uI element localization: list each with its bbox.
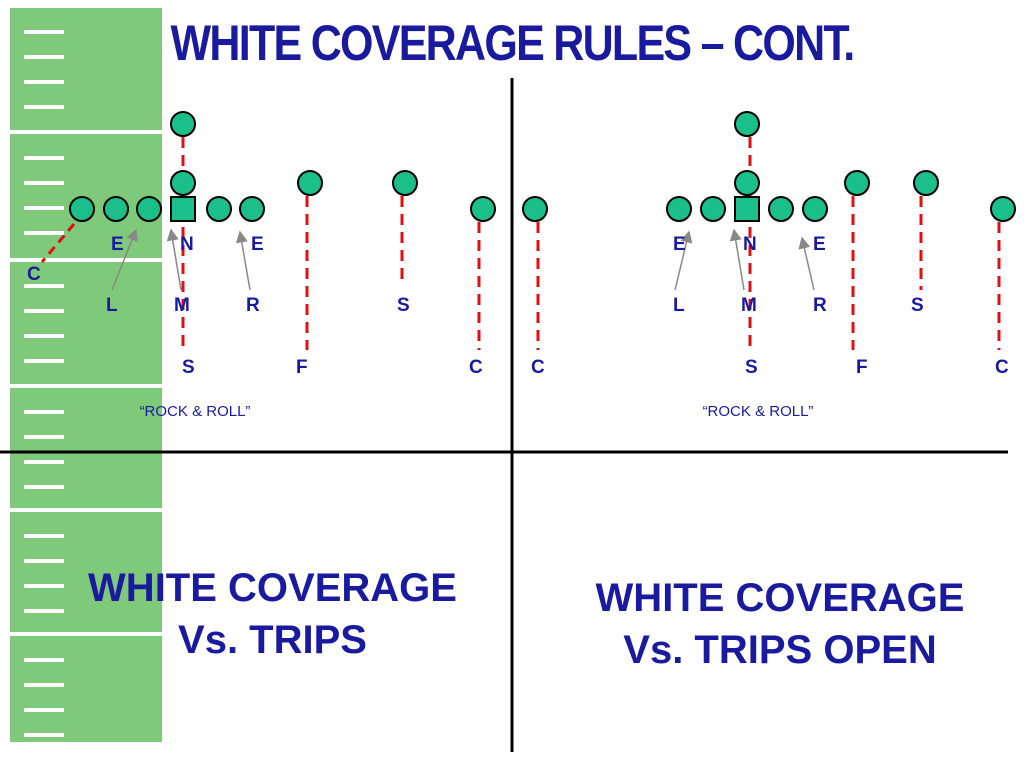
front-label: E bbox=[673, 234, 686, 255]
player bbox=[170, 170, 196, 196]
player bbox=[136, 196, 162, 222]
field-hash-mark bbox=[24, 156, 64, 160]
player bbox=[170, 111, 196, 137]
player bbox=[802, 196, 828, 222]
field-hash-mark bbox=[24, 733, 64, 737]
football-field-strip bbox=[0, 0, 162, 768]
secondary-label: C bbox=[469, 357, 483, 378]
field-hash-mark bbox=[24, 460, 64, 464]
player bbox=[103, 196, 129, 222]
secondary-label: S bbox=[745, 357, 758, 378]
player bbox=[844, 170, 870, 196]
field-hash-mark bbox=[24, 206, 64, 210]
field-yard-box bbox=[10, 262, 162, 384]
player bbox=[69, 196, 95, 222]
linebacker-label: S bbox=[911, 295, 924, 316]
field-yard-box bbox=[10, 636, 162, 742]
front-label: E bbox=[251, 234, 264, 255]
zone-line bbox=[40, 223, 76, 263]
front-label: E bbox=[111, 234, 124, 255]
front-label: N bbox=[180, 234, 194, 255]
panel-trips-open: E N E L M R S S F C “ROCK & ROLL” bbox=[666, 111, 1016, 420]
field-hash-mark bbox=[24, 181, 64, 185]
field-hash-mark bbox=[24, 80, 64, 84]
read-arrow bbox=[798, 236, 815, 291]
field-hash-mark bbox=[24, 284, 64, 288]
front-label: E bbox=[813, 234, 826, 255]
caption-line: Vs. TRIPS bbox=[178, 618, 367, 662]
linebacker-label: R bbox=[246, 295, 260, 316]
field-hash-mark bbox=[24, 231, 64, 235]
player bbox=[700, 196, 726, 222]
field-hash-mark bbox=[24, 359, 64, 363]
field-hash-mark bbox=[24, 609, 64, 613]
player bbox=[768, 196, 794, 222]
linebacker-label: L bbox=[106, 295, 118, 316]
secondary-label: C bbox=[995, 357, 1009, 378]
slide-title: WHITE COVERAGE RULES – CONT. bbox=[170, 15, 856, 71]
corner-label: C bbox=[27, 264, 41, 285]
caption-trips: WHITE COVERAGE Vs. TRIPS bbox=[40, 562, 505, 666]
player bbox=[522, 196, 548, 222]
field-hash-mark bbox=[24, 435, 64, 439]
field-hash-mark bbox=[24, 584, 64, 588]
secondary-label: F bbox=[856, 357, 868, 378]
center-player bbox=[734, 196, 760, 222]
player bbox=[666, 196, 692, 222]
field-hash-mark bbox=[24, 410, 64, 414]
read-arrow bbox=[111, 228, 138, 291]
panel-trips: E N E C L M R S S F C C “ROCK & ROLL” bbox=[27, 111, 548, 420]
linebacker-label: L bbox=[673, 295, 685, 316]
player bbox=[297, 170, 323, 196]
player bbox=[734, 170, 760, 196]
caption-trips-open: WHITE COVERAGE Vs. TRIPS OPEN bbox=[540, 572, 1020, 676]
caption-line: WHITE COVERAGE bbox=[88, 566, 457, 610]
center-player bbox=[170, 196, 196, 222]
player bbox=[470, 196, 496, 222]
read-arrow bbox=[674, 230, 693, 291]
field-hash-mark bbox=[24, 105, 64, 109]
player bbox=[239, 196, 265, 222]
field-hash-mark bbox=[24, 658, 64, 662]
caption-line: WHITE COVERAGE bbox=[595, 576, 965, 620]
caption-line: Vs. TRIPS OPEN bbox=[623, 628, 937, 672]
read-arrow bbox=[166, 228, 182, 291]
secondary-label: C bbox=[531, 357, 545, 378]
secondary-label: S bbox=[182, 357, 195, 378]
player bbox=[392, 170, 418, 196]
linebacker-label: S bbox=[397, 295, 410, 316]
linebacker-label: M bbox=[741, 295, 757, 316]
linebacker-label: M bbox=[174, 295, 190, 316]
field-hash-mark bbox=[24, 55, 64, 59]
linebacker-label: R bbox=[813, 295, 827, 316]
secondary-label: F bbox=[296, 357, 308, 378]
field-hash-mark bbox=[24, 683, 64, 687]
player bbox=[913, 170, 939, 196]
field-hash-mark bbox=[24, 334, 64, 338]
field-hash-mark bbox=[24, 309, 64, 313]
field-hash-mark bbox=[24, 559, 64, 563]
player bbox=[734, 111, 760, 137]
player bbox=[206, 196, 232, 222]
field-hash-mark bbox=[24, 30, 64, 34]
formation-label: “ROCK & ROLL” bbox=[703, 403, 814, 420]
field-yard-box bbox=[10, 8, 162, 130]
formation-label: “ROCK & ROLL” bbox=[140, 403, 251, 420]
front-label: N bbox=[743, 234, 757, 255]
field-hash-mark bbox=[24, 708, 64, 712]
read-arrow bbox=[729, 228, 745, 291]
player bbox=[990, 196, 1016, 222]
field-hash-mark bbox=[24, 534, 64, 538]
field-hash-mark bbox=[24, 485, 64, 489]
read-arrow bbox=[235, 230, 251, 291]
